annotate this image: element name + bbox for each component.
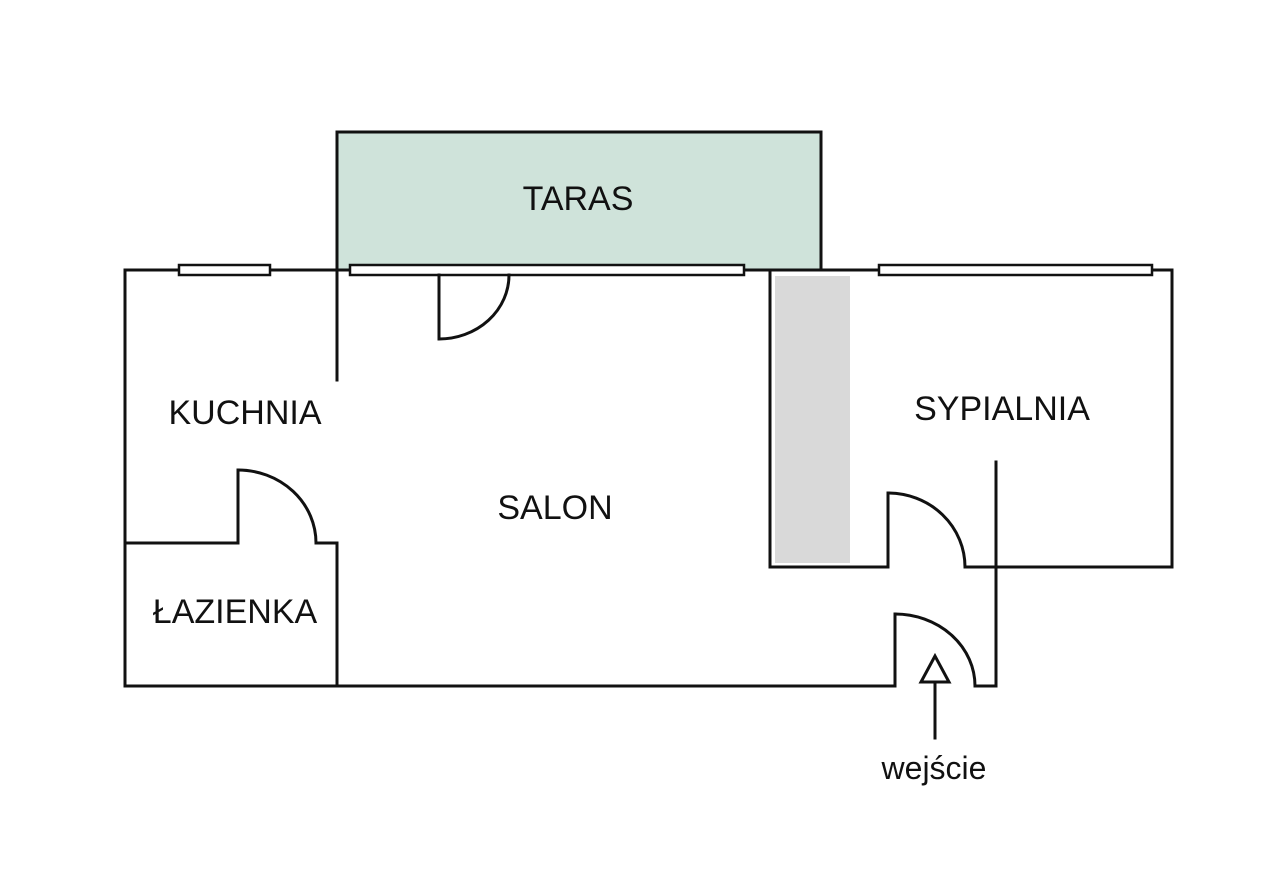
- door-entrance: [893, 612, 977, 688]
- room-label-salon: SALON: [497, 489, 612, 527]
- windows: [177, 263, 1154, 277]
- entrance-label: wejście: [881, 750, 987, 786]
- doors: [236, 273, 977, 688]
- window-kitchen: [177, 263, 272, 277]
- room-label-kuchnia: KUCHNIA: [168, 394, 321, 432]
- door-bathroom: [236, 468, 318, 545]
- interior-walls: [123, 268, 1174, 688]
- room-label-sypialnia: SYPIALNIA: [914, 390, 1090, 428]
- terrace-area: [337, 132, 821, 270]
- door-bedroom: [886, 491, 967, 569]
- room-label-lazienka: ŁAZIENKA: [153, 593, 318, 631]
- window-bedroom: [877, 263, 1154, 277]
- door-terrace: [437, 273, 511, 341]
- window-salon: [348, 263, 746, 277]
- wardrobe-area: [775, 276, 850, 563]
- room-label-taras: TARAS: [523, 180, 634, 218]
- entrance-arrow: [918, 652, 952, 740]
- terrace-outline: [335, 130, 823, 272]
